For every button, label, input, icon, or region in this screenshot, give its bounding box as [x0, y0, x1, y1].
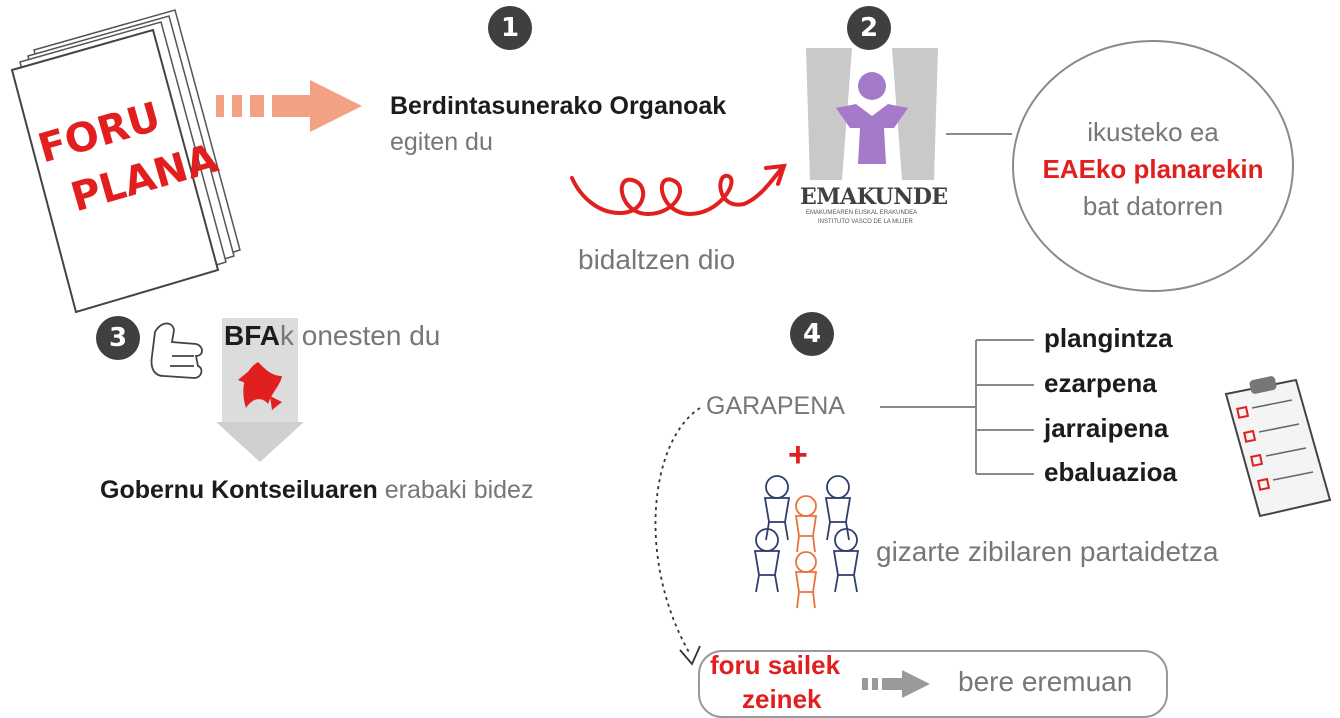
participation-label: gizarte zibilaren partaidetza: [876, 536, 1219, 567]
thumbs-up-icon: [150, 322, 203, 379]
step-2-badge: 2: [847, 6, 891, 50]
garapena-label: GARAPENA: [706, 392, 845, 420]
box-text: bere eremuan: [958, 666, 1133, 697]
emakunde-subtitle-2: INSTITUTO VASCO DE LA MUJER: [818, 219, 913, 225]
arrow-right-icon: [216, 80, 362, 132]
box-red-line-2: zeinek: [742, 684, 822, 714]
phase-ebaluazioa: ebaluazioa: [1044, 457, 1177, 487]
phase-jarraipena: jarraipena: [1044, 413, 1169, 443]
plan-document-icon: [10, 9, 241, 314]
bfa-approves-rest: k onesten du: [280, 320, 441, 351]
bfa-label: BFA: [224, 320, 280, 351]
emakunde-name: EMAKUNDE: [800, 184, 948, 210]
gobernu-light: erabaki bidez: [377, 476, 534, 504]
gobernu-bold: Gobernu Kontseiluaren: [100, 476, 378, 504]
emakunde-check-circle: ikusteko ea EAEko planarekin bat datorre…: [1012, 40, 1294, 292]
organoak-title: Berdintasunerako Organoak: [390, 92, 727, 120]
circle-line-1: ikusteko ea: [1087, 117, 1219, 147]
plus-sign: +: [788, 436, 808, 474]
box-arrow-icon: [862, 670, 930, 698]
phase-ezarpena: ezarpena: [1044, 368, 1157, 398]
organoak-subtitle: egiten du: [390, 128, 493, 156]
step-3-badge: 3: [96, 316, 140, 360]
dotted-arrow-icon: [654, 407, 701, 655]
garapena-connectors: [880, 339, 1034, 475]
circle-line-2: EAEko planarekin: [1042, 154, 1264, 184]
emakunde-logo: [806, 48, 938, 180]
bfa-leaf-icon: [238, 362, 282, 410]
box-red-line-1: foru sailek: [710, 650, 841, 680]
emakunde-subtitle-1: EMAKUMEAREN EUSKAL ERAKUNDEA: [806, 210, 918, 216]
send-label: bidaltzen dio: [578, 244, 736, 275]
people-group-icon: [753, 475, 860, 609]
step-4-badge: 4: [790, 312, 834, 356]
phase-plangintza: plangintza: [1044, 323, 1173, 353]
foru-sailek-box: [698, 650, 1168, 718]
loop-arrow-icon: [570, 163, 787, 217]
checklist-clipboard-icon: [1224, 376, 1332, 518]
gobernu-text: Gobernu Kontseiluaren erabaki bidez: [100, 476, 533, 505]
bfa-approves-text: BFAk onesten du: [224, 320, 440, 352]
circle-line-3: bat datorren: [1082, 191, 1224, 221]
step-1-badge: 1: [488, 6, 532, 50]
